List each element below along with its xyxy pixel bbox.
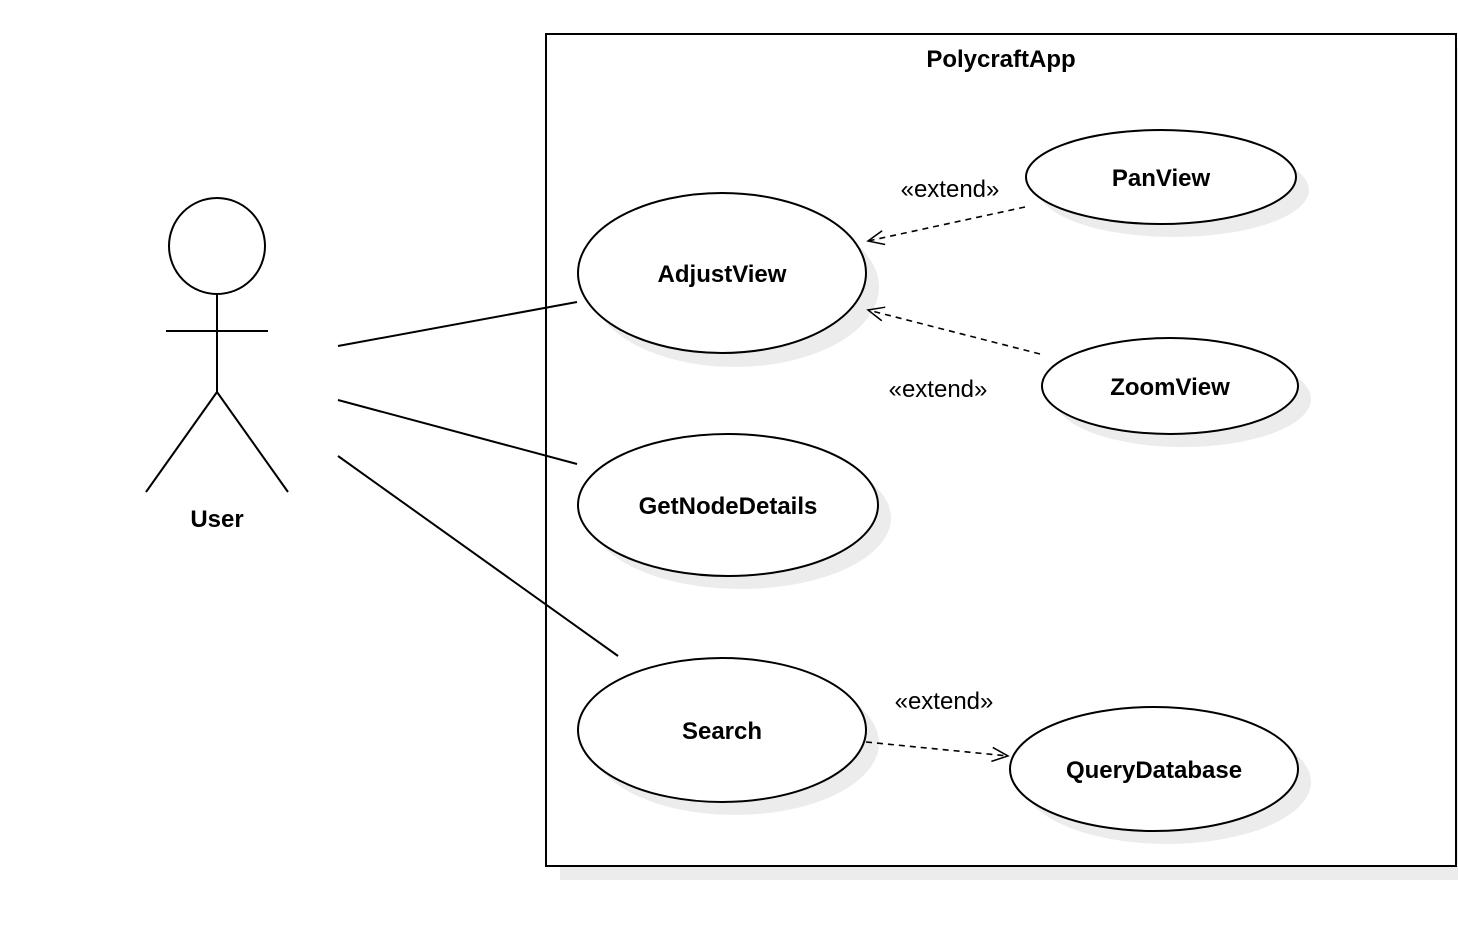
- search-label: Search: [682, 718, 762, 745]
- actor-name: User: [190, 506, 243, 533]
- querydatabase-ellipse: [1009, 706, 1299, 832]
- extend-arrow-zoomview[interactable]: [866, 306, 1041, 355]
- actor-left-leg: [145, 391, 218, 493]
- use-case-panview[interactable]: PanView: [1025, 129, 1309, 237]
- extend-arrow-panview[interactable]: [866, 206, 1026, 246]
- zoomview-ellipse: [1041, 337, 1299, 435]
- actor-right-leg: [216, 391, 289, 493]
- use-case-getnodedetails[interactable]: GetNodeDetails: [577, 433, 891, 589]
- association-user-adjustview[interactable]: [337, 301, 578, 347]
- querydatabase-label: QueryDatabase: [1066, 757, 1242, 784]
- getnodedetails-ellipse: [577, 433, 879, 577]
- getnodedetails-label: GetNodeDetails: [639, 493, 818, 520]
- association-user-getnodedetails[interactable]: [337, 399, 578, 465]
- search-ellipse: [577, 657, 867, 803]
- use-case-querydatabase[interactable]: QueryDatabase: [1009, 706, 1311, 844]
- actor-user[interactable]: User: [145, 197, 289, 533]
- adjustview-ellipse: [577, 192, 867, 354]
- system-title: PolycraftApp: [926, 46, 1075, 73]
- zoomview-label: ZoomView: [1110, 374, 1230, 401]
- actor-head: [168, 197, 266, 295]
- panview-label: PanView: [1112, 165, 1211, 192]
- use-case-zoomview[interactable]: ZoomView: [1041, 337, 1311, 447]
- panview-ellipse: [1025, 129, 1297, 225]
- extend-label-querydatabase: «extend»: [895, 688, 994, 715]
- use-case-adjustview[interactable]: AdjustView: [577, 192, 879, 367]
- association-user-search[interactable]: [337, 455, 619, 657]
- extend-label-zoomview: «extend»: [889, 376, 988, 403]
- use-case-search[interactable]: Search: [577, 657, 879, 815]
- adjustview-label: AdjustView: [658, 261, 787, 288]
- extend-label-panview: «extend»: [901, 176, 1000, 203]
- extend-arrow-querydatabase[interactable]: [865, 741, 1010, 763]
